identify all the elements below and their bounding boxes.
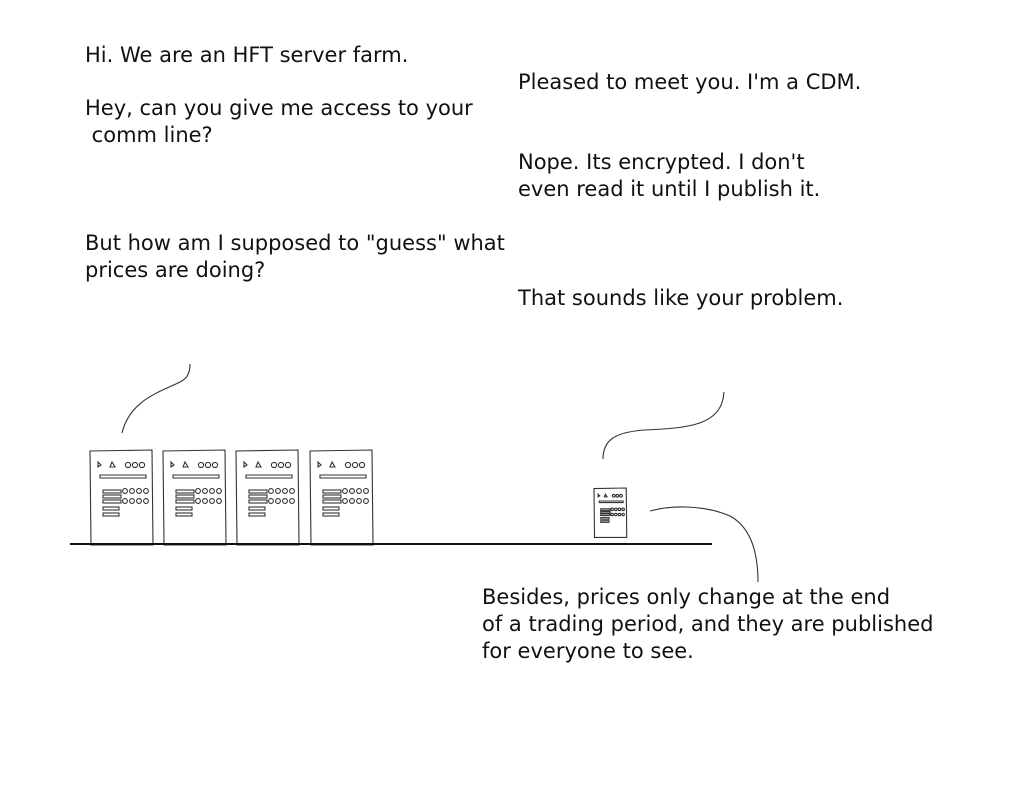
cdm-server-tower	[593, 487, 628, 538]
speech-tail-cdm-top	[602, 391, 725, 460]
cdm-line-2b: even read it until I publish it.	[518, 177, 821, 201]
cdm-line-4b: of a trading period, and they are publis…	[482, 612, 934, 636]
farm-server-1	[89, 449, 154, 546]
farm-server-3	[235, 449, 300, 546]
cdm-line-1: Pleased to meet you. I'm a CDM.	[518, 70, 862, 94]
farm-server-4	[309, 449, 374, 546]
farm-line-1: Hi. We are an HFT server farm.	[85, 43, 409, 67]
cdm-line-4a: Besides, prices only change at the end	[482, 585, 891, 609]
cdm-line-3: That sounds like your problem.	[518, 286, 844, 310]
farm-line-2a: Hey, can you give me access to your	[85, 96, 473, 120]
cdm-line-2a: Nope. Its encrypted. I don't	[518, 150, 805, 174]
cdm-line-4c: for everyone to see.	[482, 639, 694, 663]
server-farm	[89, 449, 374, 546]
speech-tail-cdm-bottom	[649, 506, 759, 583]
farm-line-3a: But how am I supposed to "guess" what	[85, 231, 505, 255]
farm-line-3b: prices are doing?	[85, 258, 266, 282]
farm-line-2b: comm line?	[85, 123, 213, 147]
cdm-server	[593, 487, 628, 538]
farm-server-2	[162, 449, 227, 546]
speech-tail-farm	[121, 363, 191, 434]
